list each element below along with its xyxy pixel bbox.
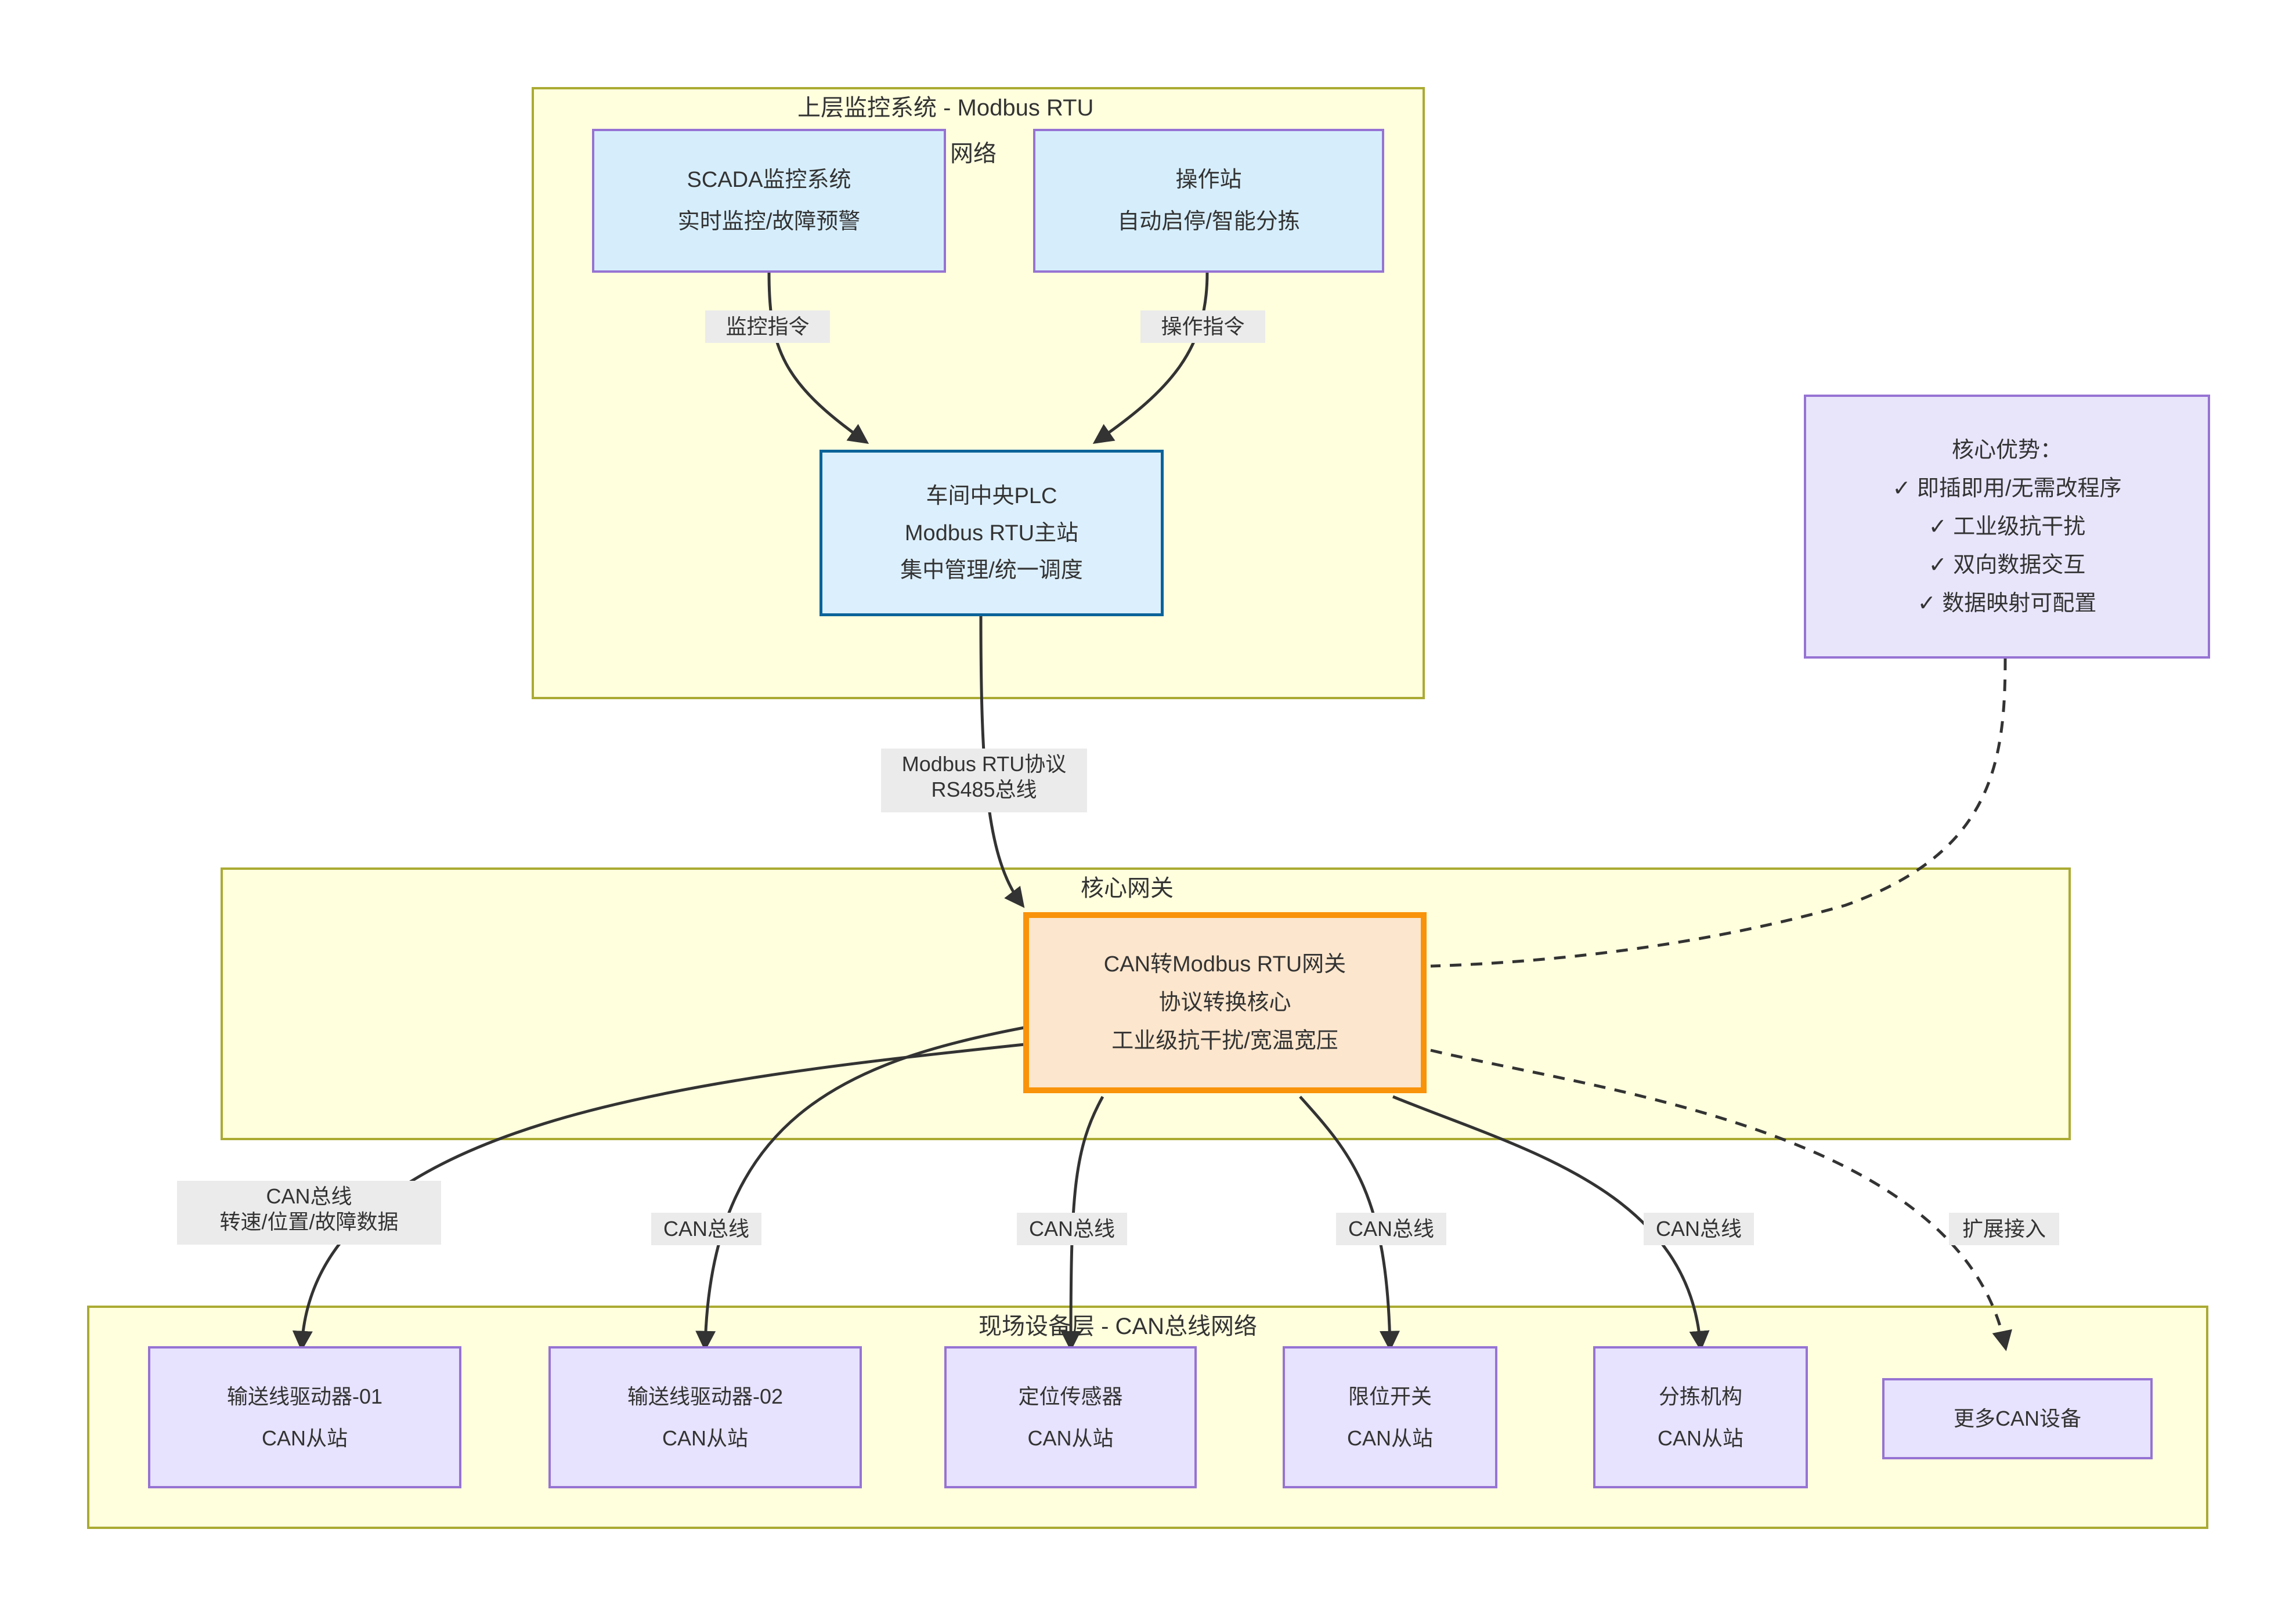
- node-slave-5-line1: 更多CAN设备: [1953, 1407, 2081, 1430]
- node-core-advantages-item-2: ✓ 双向数据交互: [1928, 552, 2086, 577]
- edge-label-gw-sorter-text: CAN总线: [1655, 1217, 1742, 1241]
- node-central-plc-line3: 集中管理/统一调度: [900, 558, 1083, 583]
- edge-label-gateway-to-more: 扩展接入: [1949, 1213, 2059, 1245]
- node-slave-3-line1: 限位开关: [1348, 1384, 1432, 1408]
- node-slave-limit-switch[interactable]: 限位开关 CAN从站: [1283, 1346, 1497, 1488]
- edge-label-gw-drv02-text: CAN总线: [663, 1217, 749, 1241]
- node-operator-station-line1: 操作站: [1175, 168, 1242, 192]
- group-core-gateway-title: 核心网关: [1081, 876, 1174, 901]
- node-can-modbus-gateway[interactable]: CAN转Modbus RTU网关 协议转换核心 工业级抗干扰/宽温宽压: [1023, 912, 1427, 1093]
- node-slave-2-line2: CAN从站: [1027, 1426, 1114, 1450]
- node-slave-4-line2: CAN从站: [1657, 1426, 1743, 1450]
- node-central-plc-line2: Modbus RTU主站: [904, 520, 1079, 545]
- node-more-can-devices[interactable]: 更多CAN设备: [1882, 1378, 2153, 1459]
- edge-label-gateway-to-driver02: CAN总线: [651, 1213, 761, 1245]
- node-slave-0-line2: CAN从站: [261, 1426, 348, 1450]
- edge-label-station-to-plc: 操作指令: [1140, 310, 1265, 343]
- node-gateway-line3: 工业级抗干扰/宽温宽压: [1111, 1029, 1338, 1053]
- node-core-advantages-title: 核心优势：: [1951, 438, 2062, 462]
- node-gateway-line1: CAN转Modbus RTU网关: [1103, 952, 1346, 977]
- edge-label-gw-more-text: 扩展接入: [1962, 1217, 2046, 1241]
- node-operator-station-line2: 自动启停/智能分拣: [1117, 209, 1300, 234]
- edge-label-scada-to-plc-text: 监控指令: [725, 314, 810, 338]
- node-operator-station[interactable]: 操作站 自动启停/智能分拣: [1033, 129, 1384, 273]
- edge-label-gateway-to-sensor: CAN总线: [1017, 1213, 1127, 1245]
- node-core-advantages-item-0: ✓ 即插即用/无需改程序: [1892, 476, 2122, 501]
- edge-label-gateway-to-switch: CAN总线: [1336, 1213, 1446, 1245]
- node-slave-2-line1: 定位传感器: [1018, 1384, 1123, 1408]
- node-slave-position-sensor[interactable]: 定位传感器 CAN从站: [944, 1346, 1197, 1488]
- edge-label-gw-sensor-text: CAN总线: [1028, 1217, 1115, 1241]
- node-core-advantages[interactable]: 核心优势： ✓ 即插即用/无需改程序 ✓ 工业级抗干扰 ✓ 双向数据交互 ✓ 数…: [1804, 395, 2210, 659]
- edge-label-plc-to-gateway: Modbus RTU协议 RS485总线: [881, 749, 1087, 812]
- node-core-advantages-item-3: ✓ 数据映射可配置: [1917, 591, 2097, 616]
- edge-label-station-to-plc-text: 操作指令: [1161, 314, 1245, 338]
- node-slave-conveyor-driver-02[interactable]: 输送线驱动器-02 CAN从站: [548, 1346, 862, 1488]
- edge-label-gw-switch-text: CAN总线: [1348, 1217, 1434, 1241]
- edge-label-gw-drv01-line1: CAN总线: [266, 1184, 352, 1208]
- node-slave-conveyor-driver-01[interactable]: 输送线驱动器-01 CAN从站: [148, 1346, 461, 1488]
- node-gateway-line2: 协议转换核心: [1158, 990, 1291, 1015]
- node-central-plc-line1: 车间中央PLC: [926, 483, 1057, 508]
- edge-label-scada-to-plc: 监控指令: [705, 310, 830, 343]
- edge-label-gateway-to-driver01: CAN总线 转速/位置/故障数据: [177, 1181, 441, 1245]
- group-upper-network-sublabel: 网络: [950, 141, 997, 167]
- node-core-advantages-item-1: ✓ 工业级抗干扰: [1928, 514, 2086, 539]
- edge-label-gateway-to-sorter: CAN总线: [1644, 1213, 1754, 1245]
- group-field-device-layer-title: 现场设备层 - CAN总线网络: [979, 1314, 1257, 1339]
- node-slave-1-line2: CAN从站: [662, 1426, 748, 1450]
- edge-label-gw-drv01-line2: 转速/位置/故障数据: [219, 1209, 399, 1234]
- edge-label-plc-to-gateway-line2: RS485总线: [931, 777, 1037, 801]
- node-slave-4-line1: 分拣机构: [1658, 1384, 1742, 1408]
- node-scada-line1: SCADA监控系统: [687, 168, 851, 192]
- edge-label-plc-to-gateway-line1: Modbus RTU协议: [901, 752, 1067, 776]
- group-upper-monitoring-title: 上层监控系统 - Modbus RTU: [797, 95, 1094, 121]
- node-central-plc[interactable]: 车间中央PLC Modbus RTU主站 集中管理/统一调度: [820, 450, 1164, 616]
- node-slave-0-line1: 输送线驱动器-01: [226, 1384, 383, 1408]
- node-scada[interactable]: SCADA监控系统 实时监控/故障预警: [592, 129, 946, 273]
- node-slave-1-line1: 输送线驱动器-02: [627, 1384, 784, 1408]
- node-slave-3-line2: CAN从站: [1346, 1426, 1433, 1450]
- node-scada-line2: 实时监控/故障预警: [677, 209, 861, 234]
- node-slave-sorting-mechanism[interactable]: 分拣机构 CAN从站: [1593, 1346, 1808, 1488]
